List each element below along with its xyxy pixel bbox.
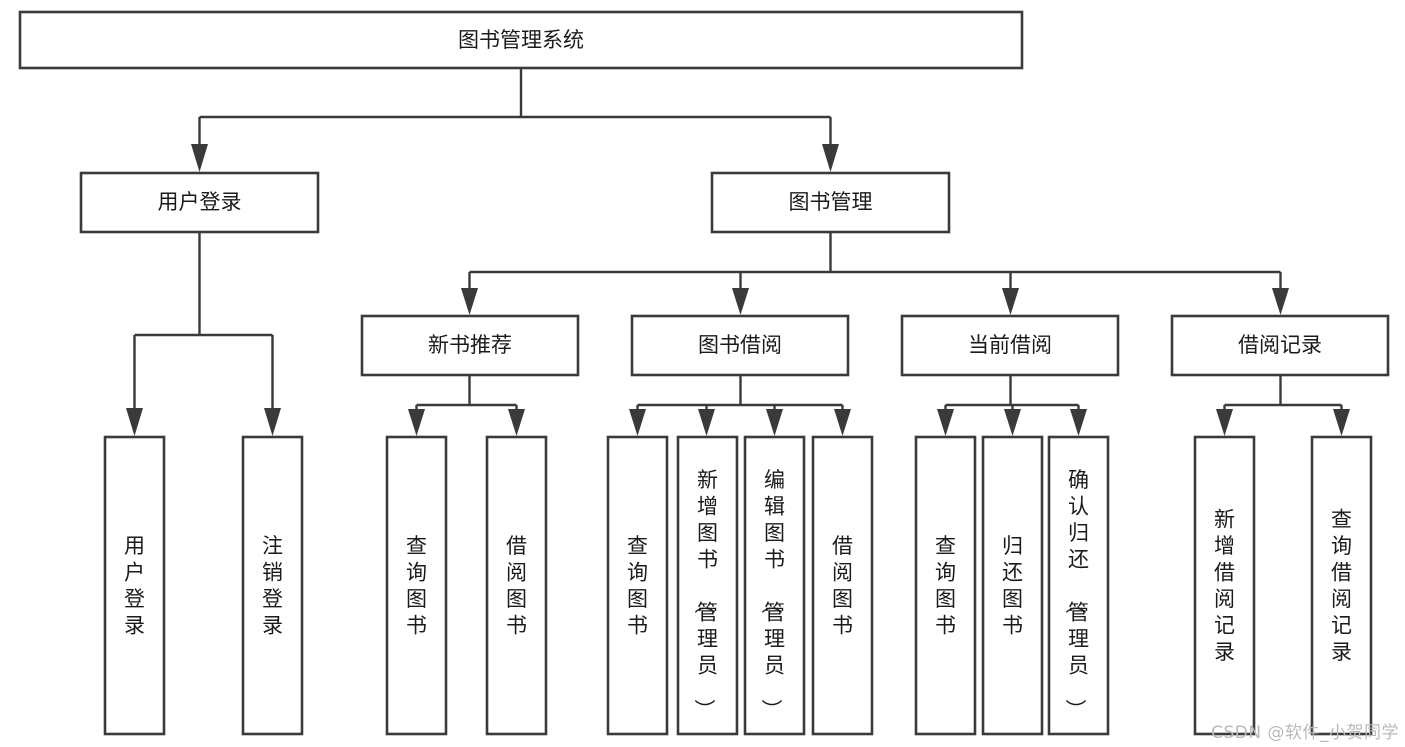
node-leaf-return-book[interactable]: 归还图书 [981, 435, 1044, 736]
connector-group-new-book-rec [408, 375, 525, 436]
node-current-borrow[interactable]: 当前借阅 [900, 314, 1120, 377]
arrow-head-leaf-query-book-3 [937, 409, 954, 436]
node-book-manage[interactable]: 图书管理 [710, 171, 951, 234]
connector-group-current-borrow [937, 375, 1087, 436]
node-new-book-rec-box[interactable] [360, 314, 580, 377]
node-leaf-query-record-box[interactable] [1310, 435, 1373, 736]
arrow-head-leaf-add-book [698, 409, 715, 436]
arrow-head-book-manage [822, 144, 839, 172]
node-user-login[interactable]: 用户登录 [79, 171, 320, 234]
arrow-head-leaf-confirm-return [1070, 409, 1087, 436]
arrow-head-new-book-rec [461, 288, 478, 315]
arrow-head-leaf-query-book-1 [408, 409, 425, 436]
node-leaf-borrow-book-2-box[interactable] [811, 435, 874, 736]
node-new-book-rec[interactable]: 新书推荐 [360, 314, 580, 377]
arrow-head-leaf-add-record [1216, 409, 1233, 436]
arrow-head-user-login [191, 144, 208, 172]
node-leaf-user-logout-label: 注销登录 [262, 534, 283, 638]
node-leaf-confirm-return-label: 确认归还（管理员） [1063, 468, 1089, 720]
node-leaf-query-book-2-box[interactable] [606, 435, 669, 736]
node-book-manage-box[interactable] [710, 171, 951, 234]
arrow-head-leaf-query-book-2 [629, 409, 646, 436]
node-root-box[interactable] [18, 10, 1024, 70]
arrow-head-leaf-query-record [1333, 409, 1350, 436]
arrow-head-borrow-record [1272, 288, 1289, 315]
node-leaf-borrow-book-1[interactable]: 借阅图书 [485, 435, 548, 736]
node-leaf-borrow-book-2[interactable]: 借阅图书 [811, 435, 874, 736]
node-leaf-add-record-box[interactable] [1193, 435, 1256, 736]
connector-group-root [191, 68, 839, 172]
node-leaf-user-login[interactable]: 用户登录 [103, 435, 166, 736]
node-leaf-query-book-3-box[interactable] [914, 435, 977, 736]
node-leaf-query-book-3[interactable]: 查询图书 [914, 435, 977, 736]
node-borrow-record-label: 借阅记录 [1238, 333, 1322, 357]
node-leaf-confirm-return[interactable]: 确认归还（管理员） [1047, 435, 1110, 736]
leaf-node-layer: 用户登录 注销登录 查询图书 借阅图书 查询图书 新增图书（管理员） 编辑图书（管理员） 借阅… [103, 435, 1373, 736]
node-leaf-return-book-box[interactable] [981, 435, 1044, 736]
node-leaf-add-book-label: 新增图书（管理员） [692, 468, 718, 720]
node-user-login-box[interactable] [79, 171, 320, 234]
arrow-head-book-borrow [732, 288, 749, 315]
node-leaf-edit-book-label: 编辑图书（管理员） [759, 468, 785, 720]
node-leaf-query-book-1[interactable]: 查询图书 [385, 435, 448, 736]
node-leaf-query-book-3-label: 查询图书 [935, 534, 956, 638]
arrow-head-current-borrow [1002, 288, 1019, 315]
node-book-borrow[interactable]: 图书借阅 [630, 314, 850, 377]
node-leaf-user-logout-box[interactable] [241, 435, 304, 736]
node-leaf-add-book[interactable]: 新增图书（管理员） [676, 435, 739, 736]
node-leaf-user-login-label: 用户登录 [124, 534, 145, 638]
node-leaf-add-book-box[interactable] [676, 435, 739, 736]
node-leaf-edit-book[interactable]: 编辑图书（管理员） [743, 435, 806, 736]
csdn-watermark: CSDN @软件_小贺同学 [1211, 723, 1399, 743]
arrow-head-leaf-edit-book [766, 409, 783, 436]
node-leaf-borrow-book-2-label: 借阅图书 [832, 534, 853, 638]
node-leaf-add-record-label: 新增借阅记录 [1214, 508, 1235, 665]
connector-group-user-login [126, 232, 281, 436]
node-current-borrow-label: 当前借阅 [968, 333, 1052, 357]
node-root-label: 图书管理系统 [458, 28, 584, 52]
node-current-borrow-box[interactable] [900, 314, 1120, 377]
arrow-head-leaf-user-logout [264, 408, 281, 436]
node-borrow-record[interactable]: 借阅记录 [1170, 314, 1390, 377]
node-leaf-add-record[interactable]: 新增借阅记录 [1193, 435, 1256, 736]
node-leaf-query-book-2-label: 查询图书 [627, 534, 648, 638]
node-root[interactable]: 图书管理系统 [18, 10, 1024, 70]
connector-group-book-borrow [629, 375, 851, 436]
node-book-borrow-label: 图书借阅 [698, 333, 782, 357]
node-new-book-rec-label: 新书推荐 [428, 333, 512, 357]
node-book-manage-label: 图书管理 [789, 190, 873, 214]
node-leaf-borrow-book-1-box[interactable] [485, 435, 548, 736]
node-leaf-query-record[interactable]: 查询借阅记录 [1310, 435, 1373, 736]
node-user-login-label: 用户登录 [158, 190, 242, 214]
node-leaf-query-book-1-box[interactable] [385, 435, 448, 736]
node-leaf-edit-book-box[interactable] [743, 435, 806, 736]
arrow-head-leaf-borrow-book-1 [508, 409, 525, 436]
node-book-borrow-box[interactable] [630, 314, 850, 377]
node-leaf-return-book-label: 归还图书 [1002, 534, 1023, 638]
arrow-head-leaf-borrow-book-2 [834, 409, 851, 436]
node-leaf-confirm-return-box[interactable] [1047, 435, 1110, 736]
node-leaf-query-book-2[interactable]: 查询图书 [606, 435, 669, 736]
connector-group-borrow-record [1216, 375, 1350, 436]
node-leaf-user-logout[interactable]: 注销登录 [241, 435, 304, 736]
arrow-head-leaf-return-book [1004, 409, 1021, 436]
arrow-head-leaf-user-login [126, 408, 143, 436]
node-leaf-borrow-book-1-label: 借阅图书 [506, 534, 527, 638]
node-leaf-query-book-1-label: 查询图书 [406, 534, 427, 638]
node-leaf-query-record-label: 查询借阅记录 [1331, 508, 1352, 665]
node-borrow-record-box[interactable] [1170, 314, 1390, 377]
connector-group-book-manage [461, 232, 1289, 315]
node-leaf-user-login-box[interactable] [103, 435, 166, 736]
